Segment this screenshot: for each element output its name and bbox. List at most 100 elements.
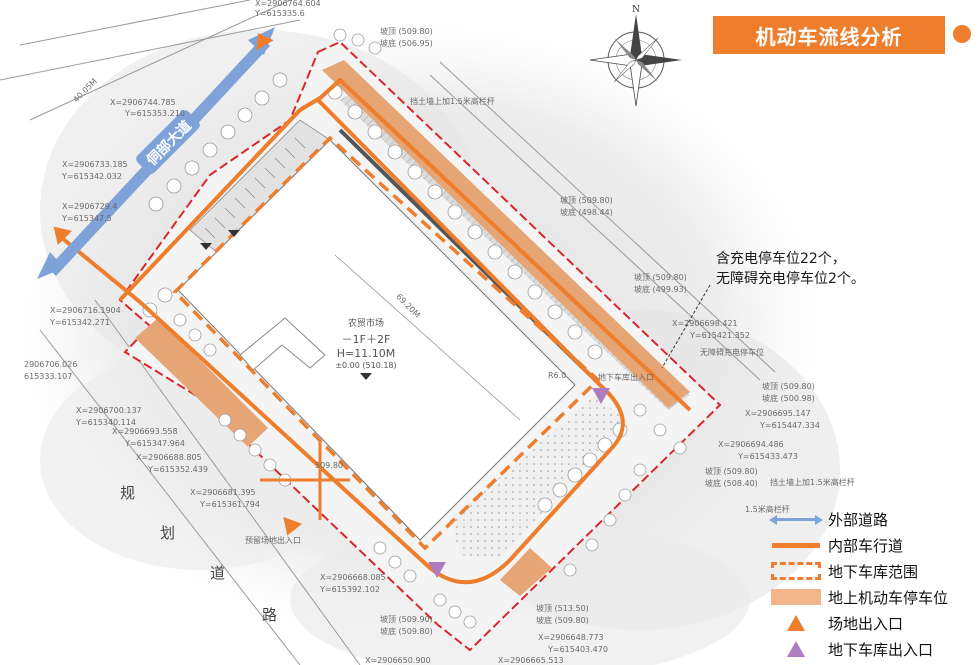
coord-l8: Y=615342.271 bbox=[49, 318, 110, 327]
building-floors: －1F＋2F bbox=[342, 333, 391, 346]
planned-road-char-2: 划 bbox=[160, 524, 175, 542]
radius-label: R6.0 bbox=[548, 371, 566, 380]
coord-b6: Y=615352.439 bbox=[147, 465, 208, 474]
internal-road-swatch-icon bbox=[770, 535, 822, 555]
elev-8: 坡底 (500.98) bbox=[762, 393, 815, 403]
coord-b14: X=2906665.513 bbox=[498, 656, 564, 665]
site-entrance-marker-w bbox=[53, 226, 73, 246]
internal-road-nw bbox=[118, 96, 322, 302]
coord-r4: Y=615447.334 bbox=[759, 421, 820, 430]
elev-5: 坡顶 (509.80) bbox=[634, 272, 687, 282]
site-exit-label: 预留场地出入口 bbox=[245, 535, 301, 545]
garage-entrance-marker-s bbox=[428, 562, 446, 578]
coord-tl1: X=2906764.604 bbox=[255, 0, 321, 8]
external-road-label bbox=[136, 110, 200, 174]
compass-north-letter: N bbox=[632, 5, 640, 15]
coord-r5: X=2906694.486 bbox=[718, 440, 784, 449]
elev-1: 坡顶 (509.80) bbox=[380, 26, 433, 36]
building-height: H=11.10M bbox=[337, 347, 395, 360]
elev-2: 坡底 (506.95) bbox=[380, 38, 433, 48]
coord-b1: X=2906700.137 bbox=[76, 406, 142, 415]
parking-strip-sw bbox=[135, 318, 268, 447]
north-compass bbox=[589, 14, 682, 107]
parking-strip-se bbox=[500, 548, 552, 596]
nw-stalls bbox=[204, 137, 306, 239]
coord-b3: X=2906693.558 bbox=[112, 427, 178, 436]
callout-line-1: 含充电停车位22个， bbox=[716, 251, 846, 267]
coord-b12: Y=615403.470 bbox=[547, 645, 608, 654]
legend-label: 内部车行道 bbox=[828, 536, 904, 555]
planned-road-char-3: 道 bbox=[210, 564, 225, 582]
coord-b4: Y=615347.964 bbox=[124, 439, 185, 448]
coord-r6: Y=615433.473 bbox=[737, 452, 798, 461]
coord-l9: 2906706.026 bbox=[24, 360, 77, 369]
legend-label: 场地出入口 bbox=[828, 614, 904, 633]
legend-item-site-entrance: 场地出入口 bbox=[770, 610, 979, 636]
elev-6: 坡底 (499.93) bbox=[634, 284, 687, 294]
coord-r3: X=2906695.147 bbox=[745, 409, 811, 418]
garage-boundary-swatch-icon bbox=[770, 561, 822, 581]
legend-label: 地下车库出入口 bbox=[828, 640, 934, 659]
planned-road-lines bbox=[0, 0, 776, 665]
se-plaza bbox=[450, 395, 625, 560]
site-entrance-triangle-icon bbox=[770, 613, 822, 633]
legend-item-underground-garage: 地下车库范围 bbox=[770, 558, 979, 584]
coord-b2: Y=615340.114 bbox=[75, 418, 136, 427]
elev-4: 坡底 (498.44) bbox=[560, 207, 613, 217]
elev-3: 坡顶 (509.80) bbox=[560, 195, 613, 205]
main-building bbox=[177, 139, 576, 541]
elev-13: 坡顶 (509.90) bbox=[380, 614, 433, 624]
coord-r2: Y=615421.352 bbox=[689, 331, 750, 340]
building-elevation: ±0.00 (510.18) bbox=[335, 361, 396, 370]
fence-right: 挡土墙上加1.5米高栏杆 bbox=[770, 477, 855, 487]
site-entrance-marker-s bbox=[283, 517, 303, 536]
legend-item-external-road: 外部道路 bbox=[769, 506, 979, 532]
coord-b5: X=2906688.805 bbox=[136, 453, 202, 462]
fence-top: 挡土墙上加1.5米高栏杆 bbox=[410, 96, 495, 106]
coord-b9: X=2906668.085 bbox=[320, 573, 386, 582]
coord-b10: Y=615392.102 bbox=[319, 585, 380, 594]
planned-road-char-4: 路 bbox=[262, 606, 277, 624]
coord-l7: X=2906716.1904 bbox=[50, 306, 121, 315]
small-annotations: 40.05M 69.20M 挡土墙上加1.5米高栏杆 挡土墙上加1.5米高栏杆 … bbox=[24, 0, 855, 665]
ramp-markers bbox=[200, 230, 372, 380]
ev-parking-callout: 含充电停车位22个， 无障碍充电停车位2个。 bbox=[716, 249, 916, 289]
parking-swatch-icon bbox=[770, 587, 822, 607]
elev-10: 坡底 (508.40) bbox=[705, 478, 758, 488]
coord-b7: X=2906681.395 bbox=[190, 488, 256, 497]
legend-item-internal-road: 内部车行道 bbox=[770, 532, 979, 558]
elev-309: 509.80 bbox=[315, 461, 343, 470]
ramp-entry-label: 地下车库出入口 bbox=[598, 372, 654, 382]
underground-garage-boundary bbox=[172, 135, 601, 551]
coord-l1: X=2906744.785 bbox=[110, 98, 176, 107]
coord-l6: Y=615347.5 bbox=[61, 214, 112, 223]
coord-l4: Y=615342.032 bbox=[61, 172, 122, 181]
legend-label: 地下车库范围 bbox=[828, 562, 919, 581]
coord-b8: Y=615361.794 bbox=[199, 500, 260, 509]
planned-road-char-1: 规 bbox=[120, 484, 135, 502]
coord-b11: X=2906648.773 bbox=[538, 633, 604, 642]
elev-12: 坡底 (509.80) bbox=[536, 615, 589, 625]
legend-item-surface-parking: 地上机动车停车位 bbox=[770, 584, 979, 610]
callout-leader bbox=[661, 284, 711, 369]
elev-11: 坡顶 (513.50) bbox=[536, 603, 589, 613]
coord-l10: 615333.107 bbox=[24, 372, 72, 381]
garage-entrance-marker-e bbox=[592, 388, 610, 404]
building-name: 农贸市场 bbox=[348, 317, 384, 329]
legend-item-garage-entrance: 地下车库出入口 bbox=[770, 636, 979, 662]
dimension-line bbox=[334, 254, 521, 421]
garage-entrance-triangle-icon bbox=[770, 639, 822, 659]
tree-rows bbox=[142, 28, 687, 629]
site-entrance-marker-nw bbox=[256, 33, 274, 51]
callout-line-2: 无障碍充电停车位2个。 bbox=[716, 271, 865, 287]
elev-14: 坡底 (509.80) bbox=[380, 626, 433, 636]
coord-r1: X=2906698.421 bbox=[672, 319, 738, 328]
map-legend: 外部道路 内部车行道 地下车库范围 地上机动车停车位 场地出入口 地下车库出入口 bbox=[769, 506, 979, 662]
external-road-swatch-icon bbox=[769, 509, 823, 529]
coord-l5: X=2906729.4 bbox=[62, 202, 117, 211]
legend-label: 外部道路 bbox=[828, 510, 889, 529]
title-accent-dot bbox=[953, 25, 971, 43]
barrier-free-label: 无障碍充电停车位 bbox=[700, 347, 764, 357]
coord-l3: X=2906733.185 bbox=[62, 160, 128, 169]
